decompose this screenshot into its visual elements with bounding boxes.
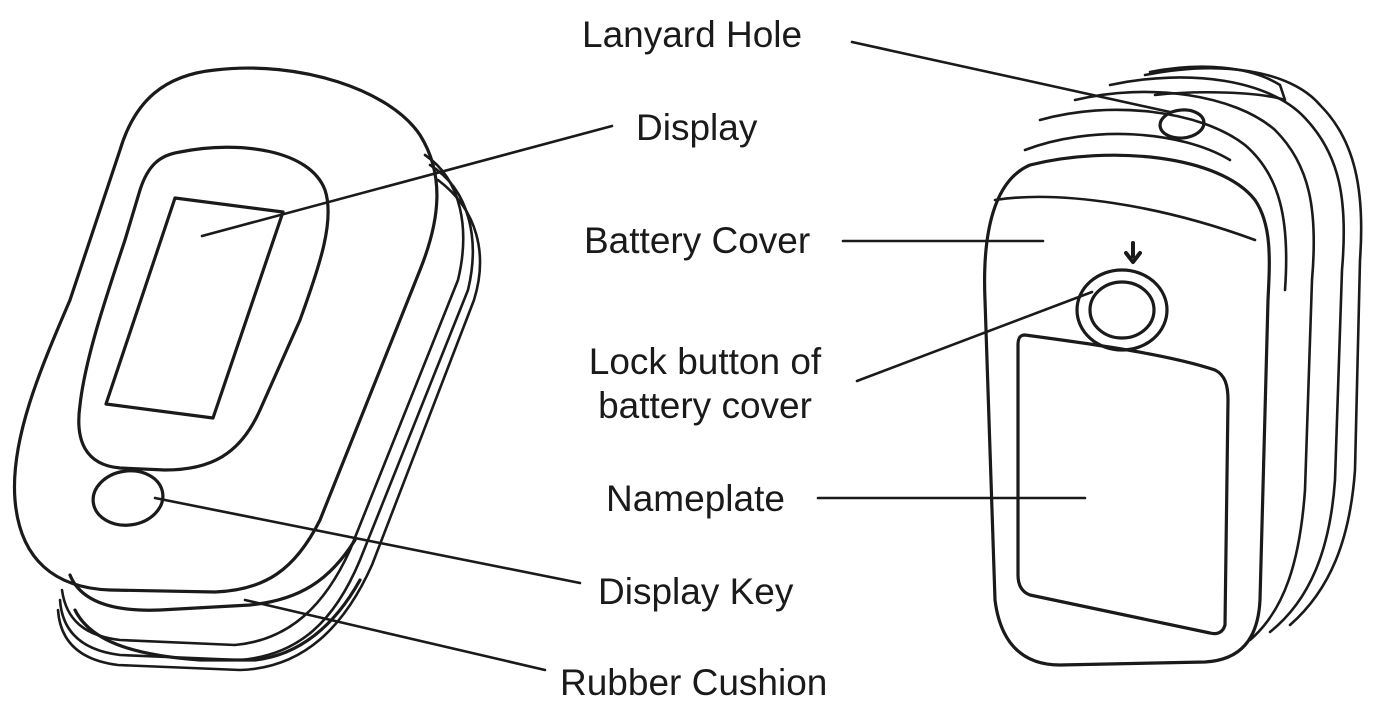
label-lock-button-line2: battery cover bbox=[598, 385, 812, 426]
front-body-outline bbox=[14, 68, 436, 592]
back-battery-cover-edge bbox=[995, 197, 1255, 240]
leader-lanyard-hole bbox=[852, 42, 1170, 112]
label-display: Display bbox=[636, 107, 758, 148]
leader-display bbox=[202, 126, 612, 236]
back-body-outline bbox=[985, 155, 1270, 665]
label-rubber-cushion: Rubber Cushion bbox=[560, 662, 828, 703]
front-rubber-cushion bbox=[70, 540, 355, 610]
label-display-key: Display Key bbox=[598, 571, 794, 612]
front-display-bezel bbox=[79, 147, 328, 470]
front-cushion-layer-2 bbox=[58, 180, 480, 670]
leader-lock-button bbox=[857, 292, 1092, 381]
back-device bbox=[985, 67, 1362, 665]
label-nameplate: Nameplate bbox=[606, 478, 785, 519]
back-layer-3 bbox=[1075, 92, 1314, 640]
front-device bbox=[14, 68, 480, 670]
front-display-screen bbox=[106, 198, 283, 418]
back-layer-4 bbox=[1040, 110, 1286, 290]
back-top-cap bbox=[1150, 67, 1285, 100]
back-lanyard-hole bbox=[1159, 108, 1205, 140]
back-arrow-icon bbox=[1126, 243, 1140, 262]
back-nameplate bbox=[1018, 335, 1228, 634]
front-display-key-button bbox=[90, 466, 167, 529]
leader-display-key bbox=[155, 498, 580, 583]
label-battery-cover: Battery Cover bbox=[584, 220, 811, 261]
back-layer-5 bbox=[1025, 134, 1230, 160]
label-lanyard-hole: Lanyard Hole bbox=[582, 14, 803, 55]
back-layer-2 bbox=[1110, 77, 1344, 632]
label-lock-button: Lock button of battery cover bbox=[572, 340, 838, 428]
label-lock-button-line1: Lock button of bbox=[588, 341, 822, 382]
front-cushion-layer-3 bbox=[60, 165, 473, 660]
front-cushion-layer-1 bbox=[62, 155, 463, 645]
back-lock-button-inner bbox=[1090, 282, 1154, 338]
leader-rubber-cushion bbox=[245, 600, 545, 670]
